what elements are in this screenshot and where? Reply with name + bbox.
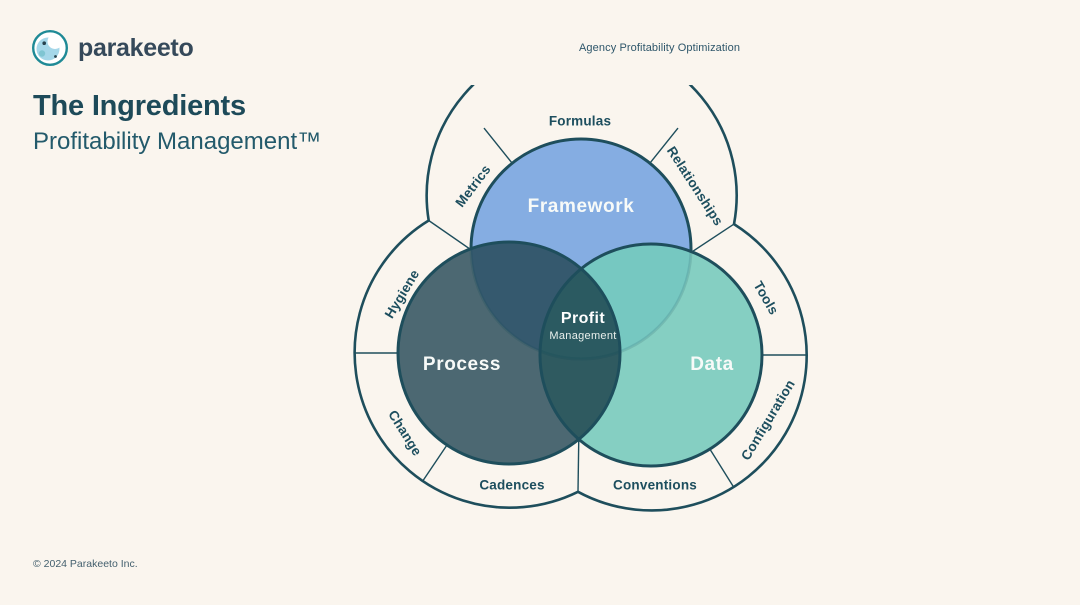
- framework-label: Framework: [528, 196, 635, 217]
- center-title: Profit: [561, 310, 605, 327]
- slide-tagline: Agency Profitability Optimization: [579, 42, 741, 54]
- ring-label-formulas: Formulas: [549, 114, 611, 129]
- ring-label-conventions: Conventions: [613, 478, 697, 493]
- overlap-center: [540, 244, 620, 359]
- data-label: Data: [690, 354, 734, 375]
- parakeeto-icon: [32, 30, 68, 66]
- page-subtitle: Profitability Management™: [33, 128, 322, 155]
- logo: parakeeto: [31, 29, 194, 67]
- ring-label-cadences: Cadences: [479, 478, 544, 493]
- process-label: Process: [423, 354, 501, 375]
- logo-wordmark: parakeeto: [78, 33, 194, 62]
- page-title: The Ingredients: [33, 90, 246, 122]
- process-outline: [396, 240, 622, 466]
- venn-diagram: Formulas Relationships Tools Configurati…: [353, 85, 808, 512]
- copyright: © 2024 Parakeeto Inc.: [33, 558, 138, 570]
- center-subtitle: Management: [549, 330, 616, 342]
- data-outline: [538, 242, 764, 468]
